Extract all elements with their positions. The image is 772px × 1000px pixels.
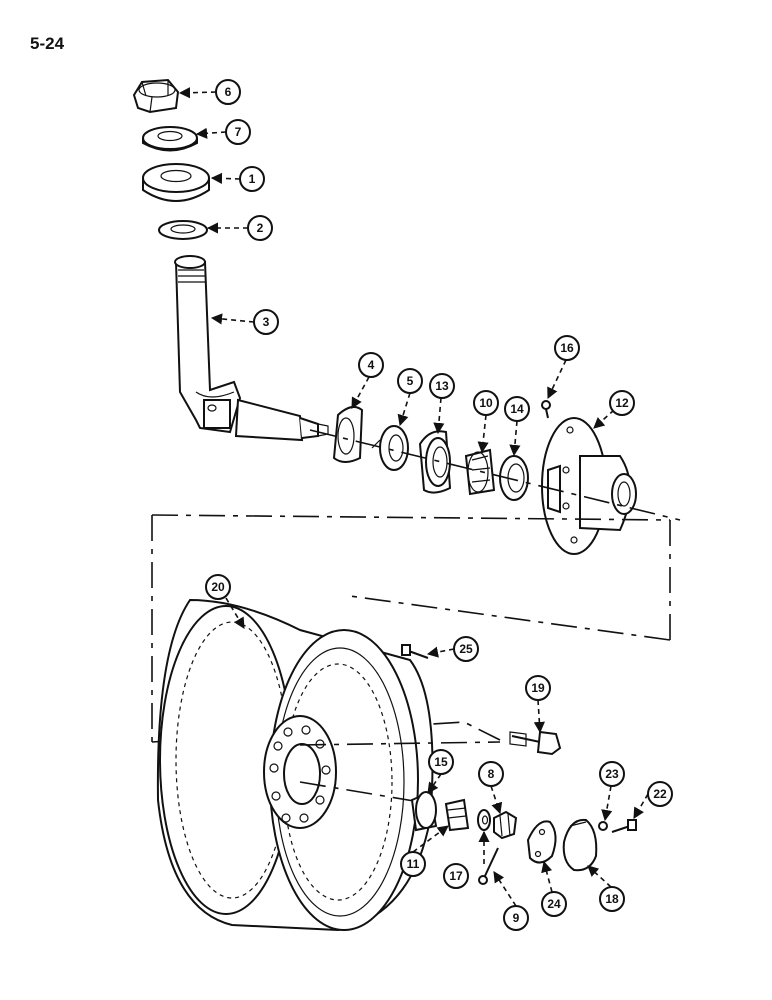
hub-cap-part [562, 818, 598, 872]
callout-18: 18 [599, 886, 625, 912]
svg-text:9: 9 [513, 911, 520, 925]
svg-text:19: 19 [531, 681, 545, 695]
svg-text:4: 4 [368, 358, 375, 372]
callout-6: 6 [215, 79, 241, 105]
grease-fitting-part [541, 400, 551, 419]
washer-part [142, 126, 198, 152]
svg-text:1: 1 [249, 172, 256, 186]
callout-17: 17 [443, 863, 469, 889]
callout-20: 20 [205, 574, 231, 600]
svg-text:15: 15 [434, 755, 448, 769]
callout-7: 7 [225, 119, 251, 145]
svg-text:6: 6 [225, 85, 232, 99]
wheel-bolt-part [509, 730, 562, 756]
callout-4: 4 [358, 352, 384, 378]
callout-14: 14 [504, 396, 530, 422]
callout-24: 24 [541, 891, 567, 917]
cap-screw-part [611, 819, 637, 833]
lock-washer-part [598, 821, 608, 831]
svg-text:10: 10 [479, 396, 493, 410]
outer-bearing-cup-part [410, 790, 438, 832]
gasket-part [526, 820, 557, 864]
svg-text:12: 12 [615, 396, 629, 410]
castle-nut-part [493, 810, 518, 840]
callout-8: 8 [478, 761, 504, 787]
svg-text:7: 7 [235, 125, 242, 139]
callout-3: 3 [253, 309, 279, 335]
wheel-rim-part [156, 598, 434, 932]
callout-5: 5 [397, 368, 423, 394]
svg-text:14: 14 [510, 402, 524, 416]
spindle-washer-part [477, 809, 491, 831]
svg-text:13: 13 [435, 379, 449, 393]
callout-11: 11 [400, 851, 426, 877]
seal-part [371, 425, 409, 471]
small-bolt-part [401, 644, 429, 659]
svg-text:23: 23 [605, 767, 619, 781]
outer-bearing-cone-part [444, 798, 470, 832]
callout-16: 16 [554, 335, 580, 361]
svg-text:20: 20 [211, 580, 225, 594]
callout-13: 13 [429, 373, 455, 399]
callout-2: 2 [247, 215, 273, 241]
svg-text:11: 11 [407, 857, 420, 871]
svg-text:25: 25 [459, 642, 473, 656]
thrust-bearing-part [142, 163, 210, 202]
spindle-part [174, 255, 329, 442]
callout-15: 15 [428, 749, 454, 775]
callout-23: 23 [599, 761, 625, 787]
callout-19: 19 [525, 675, 551, 701]
hex-nut-part [132, 78, 180, 114]
callout-1: 1 [239, 166, 265, 192]
bearing-cup-part [418, 430, 452, 494]
hub-part [541, 417, 637, 555]
callout-10: 10 [473, 390, 499, 416]
dust-shield-part [332, 405, 364, 463]
svg-text:22: 22 [653, 787, 667, 801]
svg-text:16: 16 [560, 341, 574, 355]
callout-9: 9 [503, 905, 529, 931]
callout-12: 12 [609, 390, 635, 416]
svg-text:18: 18 [605, 892, 619, 906]
svg-text:2: 2 [257, 221, 264, 235]
svg-text:24: 24 [547, 897, 561, 911]
cotter-pin-part [478, 847, 499, 885]
svg-text:8: 8 [488, 767, 495, 781]
page-number: 5-24 [30, 34, 65, 53]
thin-washer-part [158, 220, 208, 240]
svg-text:5: 5 [407, 374, 414, 388]
svg-text:3: 3 [263, 315, 270, 329]
callout-22: 22 [647, 781, 673, 807]
callout-25: 25 [453, 636, 479, 662]
svg-text:17: 17 [449, 869, 463, 883]
